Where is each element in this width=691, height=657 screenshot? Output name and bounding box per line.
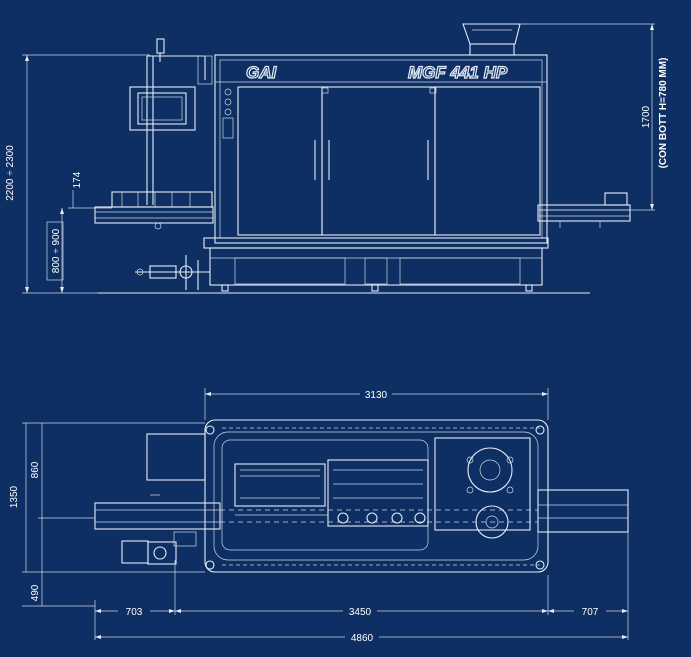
brand-logo: GAI [246,63,278,82]
dim-depth-lower: 490 [30,584,41,601]
dim-hopper-note: (CON BOTT H=780 MM) [658,58,669,169]
dim-machine-width: 3130 [365,390,388,401]
side-view [22,23,655,294]
dim-hopper-height: 1700 [641,105,652,128]
dim-depth-upper: 860 [30,461,41,478]
dim-total-height: 2200 ÷ 2300 [5,145,16,201]
dim-body: 3450 [349,607,372,618]
dim-conveyor-offset: 174 [72,171,83,188]
dim-overall: 4860 [351,633,374,644]
dim-infeed: 703 [126,607,143,618]
dim-outfeed: 707 [582,607,599,618]
dim-conveyor-height: 800 ÷ 900 [51,228,62,273]
dim-depth-total: 1350 [9,485,20,508]
top-view [22,388,629,640]
model-name: MGF 441 HP [408,63,508,82]
